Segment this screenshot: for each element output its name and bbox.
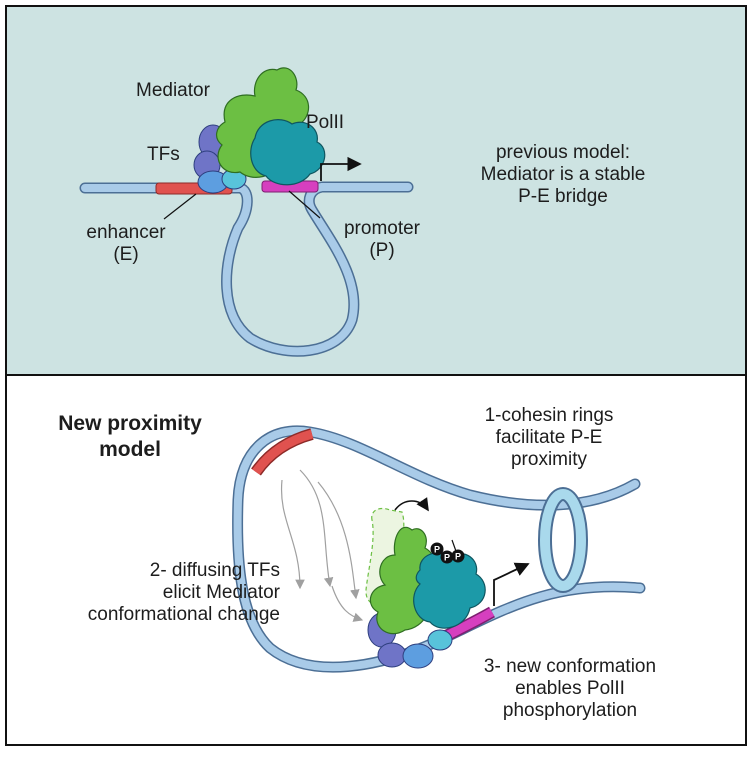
enhancer-label-text: enhancer bbox=[86, 222, 166, 243]
diffusing-tfs-line3: conformational change bbox=[87, 604, 280, 625]
diffusing-tfs-line1: 2- diffusing TFs bbox=[149, 560, 280, 581]
new-model-title-line2: model bbox=[99, 438, 161, 461]
transcription-arrow-bottom bbox=[493, 562, 530, 606]
polii-label: PolII bbox=[306, 112, 345, 133]
previous-model-line3: P-E bridge bbox=[518, 186, 608, 207]
enhancer-label: enhancer (E) bbox=[78, 222, 174, 266]
dna-strand-top bbox=[79, 181, 414, 357]
phosphate-label: P bbox=[455, 552, 461, 562]
cohesin-caption: 1-cohesin rings facilitate P-E proximity bbox=[457, 405, 641, 471]
phosphate-label: P bbox=[434, 545, 440, 555]
cohesin-line3: proximity bbox=[510, 449, 587, 470]
new-model-title: New proximity model bbox=[30, 411, 230, 463]
phosphate-marks: P P P bbox=[430, 542, 465, 564]
diffusing-tfs-line2: elicit Mediator bbox=[162, 582, 280, 603]
new-conformation-caption: 3- new conformation enables PolII phosph… bbox=[450, 656, 690, 722]
cohesin-line2: facilitate P-E bbox=[495, 427, 603, 448]
figure-frame bbox=[5, 5, 747, 746]
phosphate-label: P bbox=[444, 553, 450, 563]
new-conformation-line3: phosphorylation bbox=[502, 700, 638, 721]
new-conformation-line2: enables PolII bbox=[515, 678, 625, 699]
diffusing-tfs-caption: 2- diffusing TFs elicit Mediator conform… bbox=[40, 560, 280, 626]
previous-model-caption: previous model: Mediator is a stable P-E… bbox=[458, 142, 668, 208]
phosphate-mark: P bbox=[430, 542, 444, 556]
cohesin-ring bbox=[538, 487, 588, 593]
new-model-title-line1: New proximity bbox=[58, 412, 202, 435]
previous-model-line1: previous model: bbox=[495, 142, 631, 163]
diffusion-arrows bbox=[280, 469, 364, 622]
conformation-arrow bbox=[394, 497, 429, 512]
new-conformation-line1: 3- new conformation bbox=[483, 656, 657, 677]
cohesin-line1: 1-cohesin rings bbox=[484, 405, 614, 426]
tfs-cluster-top bbox=[193, 124, 247, 194]
phosphate-mark: P bbox=[440, 550, 454, 564]
mediator-label: Mediator bbox=[136, 80, 210, 101]
enhancer-pointer bbox=[163, 193, 197, 220]
polii-complex-top bbox=[250, 119, 326, 186]
promoter-pointer bbox=[288, 190, 321, 219]
tfs-label: TFs bbox=[147, 144, 180, 165]
enhancer-abbr: (E) bbox=[113, 244, 139, 265]
promoter-label: promoter (P) bbox=[330, 218, 434, 262]
transcription-arrow-top bbox=[320, 156, 362, 181]
previous-model-line2: Mediator is a stable bbox=[480, 164, 646, 185]
phosphate-mark: P bbox=[451, 549, 465, 563]
promoter-abbr: (P) bbox=[369, 240, 395, 261]
promoter-label-text: promoter bbox=[343, 218, 421, 239]
panel-divider bbox=[7, 374, 745, 376]
